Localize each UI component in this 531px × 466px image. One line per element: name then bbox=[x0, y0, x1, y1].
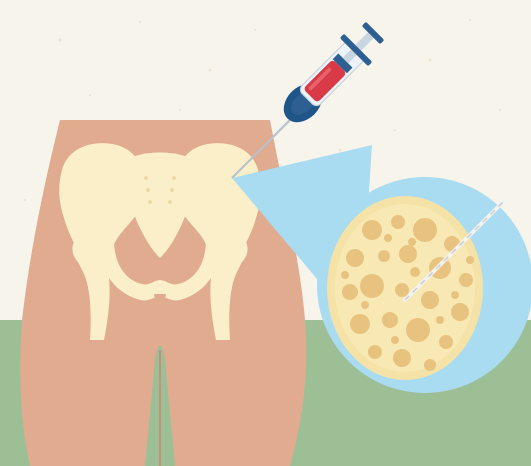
marrow-cross-section bbox=[327, 196, 483, 380]
right-obturator-hole bbox=[178, 244, 198, 272]
left-obturator-hole bbox=[122, 244, 142, 272]
